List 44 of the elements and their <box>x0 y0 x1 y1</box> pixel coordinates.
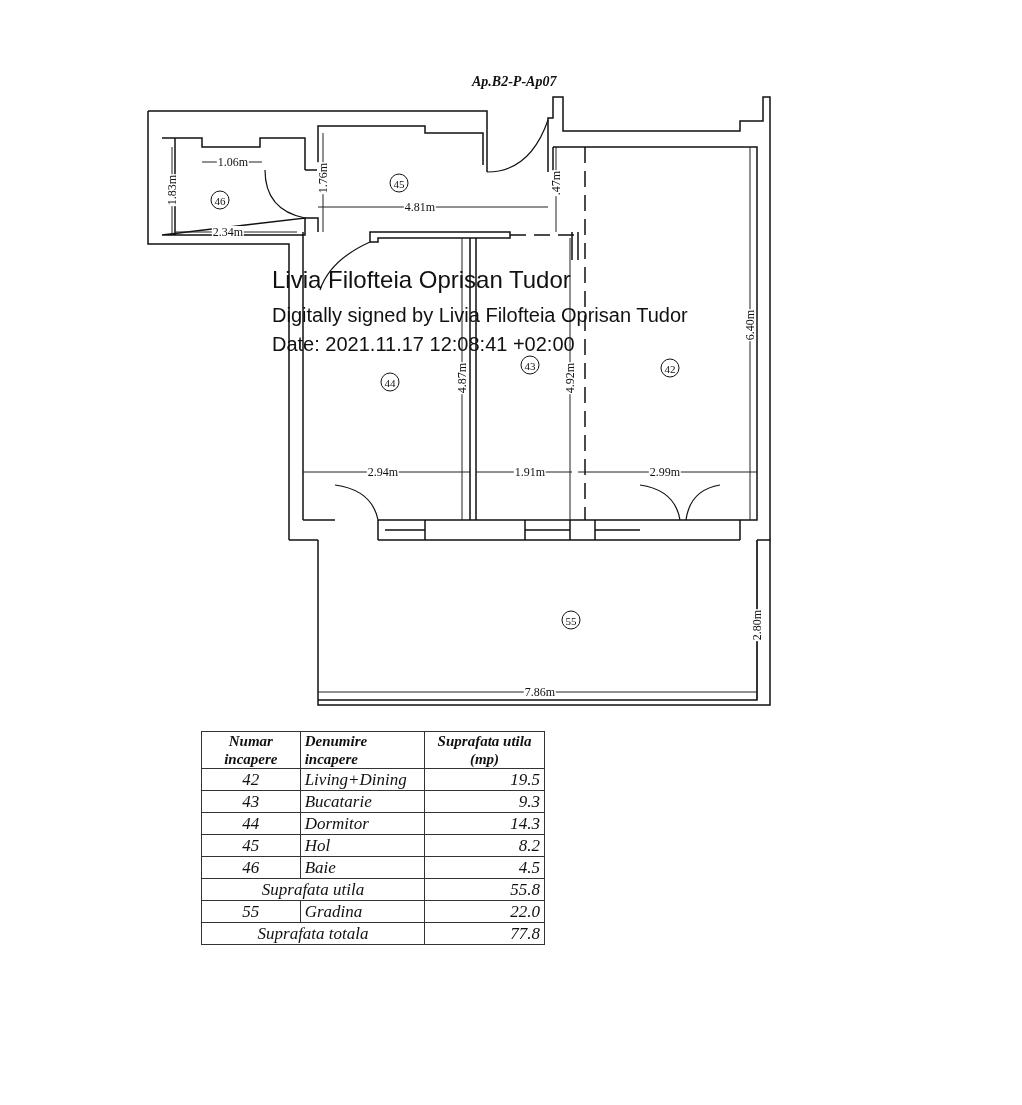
room-name: Gradina <box>300 900 425 923</box>
room-number: 44 <box>201 812 301 835</box>
dimension-label: 2.34m <box>211 226 245 238</box>
room-name: Dormitor <box>300 812 425 835</box>
area-value: 8.2 <box>424 834 545 857</box>
room-number: 46 <box>201 856 301 879</box>
room-number-marker: 55 <box>561 610 581 630</box>
room-number-marker: 45 <box>389 173 409 193</box>
column-header: Numar incapere <box>201 731 301 769</box>
room-number: 45 <box>201 834 301 857</box>
row-label: Suprafata utila <box>201 878 425 901</box>
row-label: Suprafata totala <box>201 922 425 945</box>
dimension-label: 2.99m <box>648 466 682 478</box>
room-number-marker: 46 <box>210 190 230 210</box>
room-number-marker: 42 <box>660 358 680 378</box>
dimension-label: 2.80m <box>751 608 763 642</box>
column-header: Suprafata utila (mp) <box>424 731 545 769</box>
dimension-label: 2.94m <box>366 466 400 478</box>
room-name: Baie <box>300 856 425 879</box>
dimension-label: .47m <box>550 169 562 197</box>
area-value: 19.5 <box>424 768 545 791</box>
area-value: 4.5 <box>424 856 545 879</box>
dimension-label: 1.06m <box>216 156 250 168</box>
area-value: 14.3 <box>424 812 545 835</box>
room-number-marker: 43 <box>520 355 540 375</box>
dimension-label: 1.91m <box>513 466 547 478</box>
dimension-label: 1.76m <box>317 161 329 195</box>
apartment-title: Ap.B2-P-Ap07 <box>472 74 557 90</box>
area-value: 9.3 <box>424 790 545 813</box>
room-number: 42 <box>201 768 301 791</box>
room-number: 43 <box>201 790 301 813</box>
room-name: Living+Dining <box>300 768 425 791</box>
dimension-label: 7.86m <box>523 686 557 698</box>
column-header: Denumire incapere <box>300 731 425 769</box>
area-value: 77.8 <box>424 922 545 945</box>
dimension-label: 6.40m <box>744 308 756 342</box>
room-number-marker: 44 <box>380 372 400 392</box>
dimension-label: 4.87m <box>456 361 468 395</box>
room-name: Bucatarie <box>300 790 425 813</box>
room-name: Hol <box>300 834 425 857</box>
area-value: 55.8 <box>424 878 545 901</box>
dimension-label: 1.83m <box>166 173 178 207</box>
room-number: 55 <box>201 900 301 923</box>
area-value: 22.0 <box>424 900 545 923</box>
